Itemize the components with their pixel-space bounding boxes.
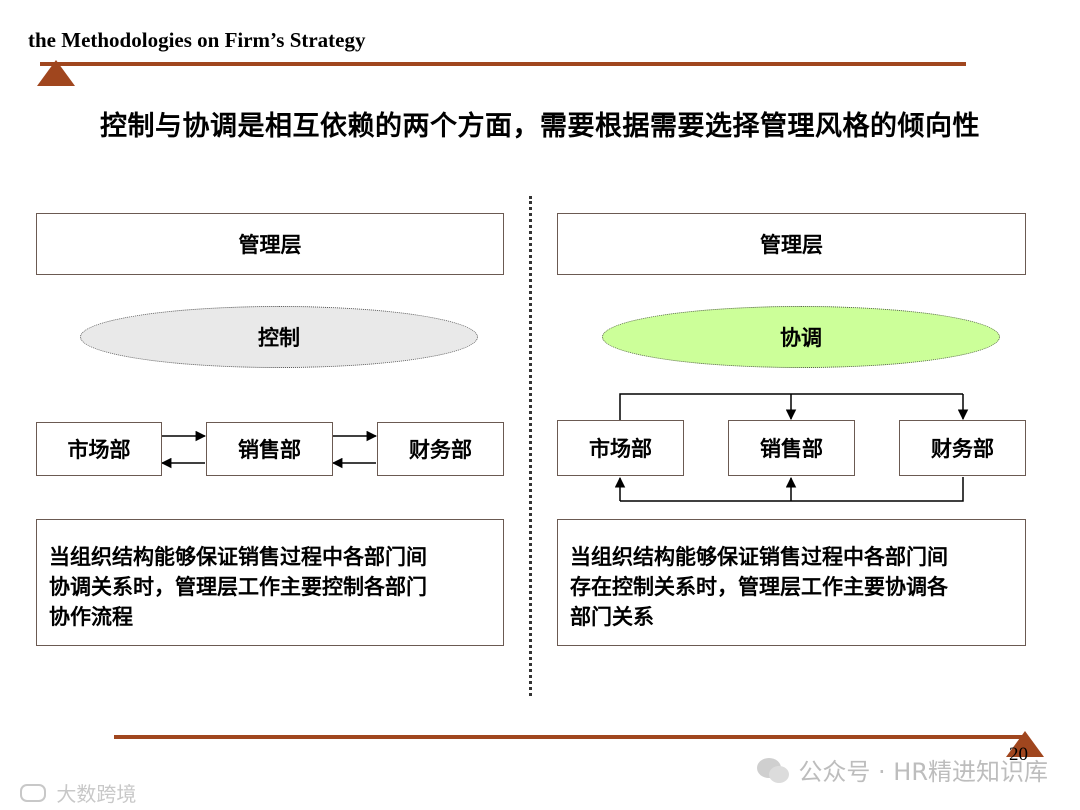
left-dept-market: 市场部 <box>36 422 162 476</box>
left-dept-sales: 销售部 <box>206 422 333 476</box>
right-description-line: 当组织结构能够保证销售过程中各部门间 <box>570 545 948 569</box>
right-dept-finance: 财务部 <box>899 420 1026 476</box>
right-description-line: 存在控制关系时，管理层工作主要协调各 <box>570 575 948 599</box>
left-management-label: 管理层 <box>238 233 302 257</box>
slide-subtitle: 控制与协调是相互依赖的两个方面，需要根据需要选择管理风格的倾向性 <box>100 111 980 142</box>
bottom-triangle-icon <box>1006 731 1044 757</box>
right-dept-sales-label: 销售部 <box>760 437 823 461</box>
watermark-wechat-text: 公众号 · HR精进知识库 <box>798 758 1048 786</box>
page-number: 20 <box>1009 744 1028 765</box>
left-dept-sales-label: 销售部 <box>238 438 301 462</box>
right-management-box: 管理层 <box>557 213 1026 275</box>
watermark-brand: 大数跨境 <box>20 778 136 807</box>
left-mode-label: 控制 <box>258 326 300 350</box>
right-dept-market-label: 市场部 <box>589 437 652 461</box>
left-description-box: 当组织结构能够保证销售过程中各部门间 协调关系时，管理层工作主要控制各部门 协作… <box>36 519 504 646</box>
right-dept-sales: 销售部 <box>728 420 855 476</box>
top-rule <box>40 62 966 66</box>
left-mode-ellipse: 控制 <box>80 306 478 368</box>
left-description-line: 协作流程 <box>49 605 133 629</box>
left-management-box: 管理层 <box>36 213 504 275</box>
right-dept-finance-label: 财务部 <box>931 437 994 461</box>
left-description-line: 协调关系时，管理层工作主要控制各部门 <box>49 575 427 599</box>
right-description-box: 当组织结构能够保证销售过程中各部门间 存在控制关系时，管理层工作主要协调各 部门… <box>557 519 1026 646</box>
right-management-label: 管理层 <box>760 233 823 257</box>
watermark-brand-text: 大数跨境 <box>56 782 137 806</box>
bottom-rule <box>114 735 1026 739</box>
left-dept-finance: 财务部 <box>377 422 504 476</box>
watermark-wechat: 公众号 · HR精进知识库 <box>756 752 1048 787</box>
left-description-line: 当组织结构能够保证销售过程中各部门间 <box>49 545 427 569</box>
left-dept-finance-label: 财务部 <box>409 438 472 462</box>
brand-logo-icon <box>20 784 46 802</box>
top-triangle-icon <box>37 60 75 86</box>
left-dept-market-label: 市场部 <box>67 438 131 462</box>
coordination-top-line <box>619 393 963 420</box>
right-dept-market: 市场部 <box>557 420 684 476</box>
header-title: the Methodologies on Firm’s Strategy <box>28 28 366 52</box>
right-mode-ellipse: 协调 <box>602 306 1000 368</box>
panel-divider <box>529 196 532 696</box>
coordination-bottom-line <box>620 477 964 502</box>
right-mode-label: 协调 <box>780 326 822 350</box>
wechat-icon <box>756 758 791 784</box>
right-description-line: 部门关系 <box>570 605 654 629</box>
